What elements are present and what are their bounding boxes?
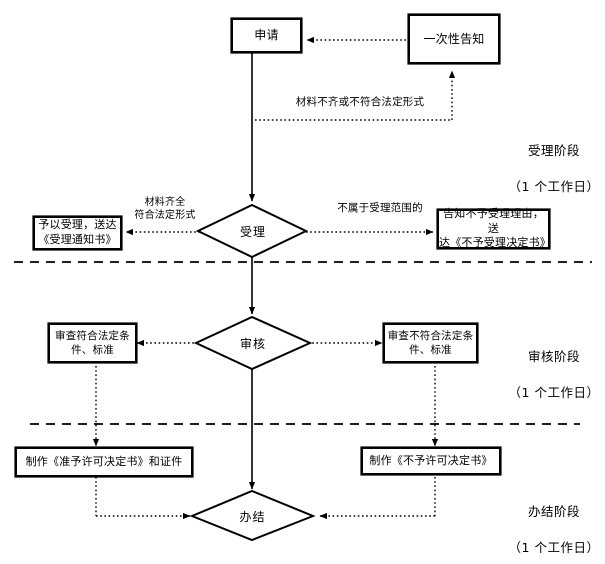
diamond-accept-shape — [195, 203, 309, 259]
node-accept-yes[interactable]: 予以受理，送达 《受理通知书》 — [33, 216, 122, 250]
stage-label-accept-duration: （1 个工作日） — [508, 179, 600, 195]
stage-label-accept-name: 受理阶段 — [527, 143, 580, 159]
stage-label-finish-name: 办结阶段 — [527, 504, 580, 520]
edge-label-materials-complete: 材料齐全 符合法定形式 — [134, 197, 196, 221]
stage-label-finish-duration: （1 个工作日） — [508, 540, 600, 556]
node-one-time-notice[interactable]: 一次性告知 — [408, 14, 500, 64]
node-finish[interactable]: 办结 — [192, 491, 313, 541]
stage-label-review-duration: （1 个工作日） — [508, 385, 600, 401]
node-review-decision-label: 审核 — [239, 337, 266, 351]
node-finish-label: 办结 — [239, 509, 266, 524]
node-review-pass[interactable]: 审查符合法定条 件、标准 — [48, 323, 137, 363]
node-make-refusal[interactable]: 制作《不予许可决定书》 — [361, 447, 501, 475]
stage-label-review-name: 审核阶段 — [527, 349, 580, 365]
node-accept-decision[interactable]: 受理 — [198, 205, 308, 258]
edge-label-out-of-scope: 不属于受理范围的 — [337, 202, 423, 214]
edge-label-incomplete-materials: 材料不齐或不符合法定形式 — [295, 96, 425, 108]
node-accept-decision-label: 受理 — [239, 225, 266, 239]
node-review-decision[interactable]: 审核 — [196, 317, 310, 370]
node-review-fail[interactable]: 审查不符合法定条 件、标准 — [383, 323, 478, 363]
stage-label-finish: 办结阶段 （1 个工作日） — [505, 485, 603, 564]
node-make-permit[interactable]: 制作《准予许可决定书》和证件 — [15, 447, 193, 477]
diamond-review-shape — [193, 315, 313, 371]
diamond-finish-shape — [189, 489, 316, 542]
stage-label-accept: 受理阶段 （1 个工作日） — [505, 124, 603, 215]
node-accept-no[interactable]: 告知不予受理理由，送 达《不予受理决定书》 — [437, 206, 551, 250]
node-apply[interactable]: 申请 — [231, 18, 302, 53]
stage-label-review: 审核阶段 （1 个工作日） — [505, 330, 603, 421]
